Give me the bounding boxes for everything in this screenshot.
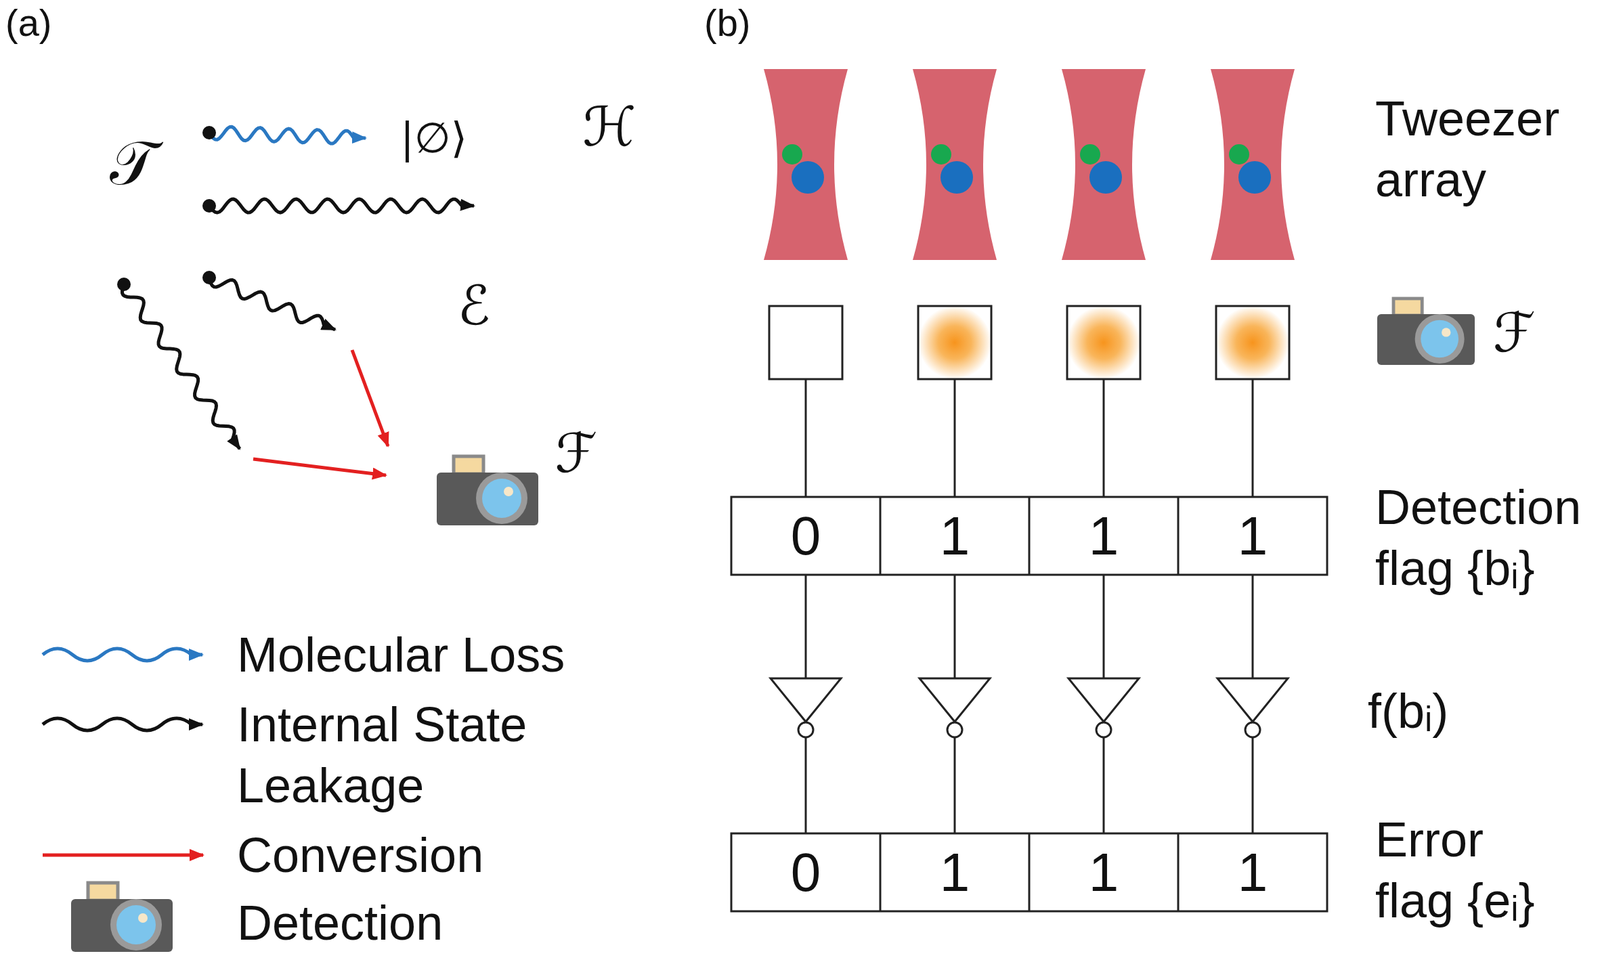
hilbert-space: ℋ𝒯|∅⟩ℰℱ: [48, 62, 684, 613]
panel-label: (a): [5, 0, 52, 46]
function-label: f(bᵢ): [1367, 680, 1449, 742]
leakage-sample: [42, 718, 203, 731]
camera-icon: [71, 882, 173, 953]
error-subspace: ℰℱ: [76, 245, 659, 588]
node-label: ℰ: [457, 273, 491, 339]
flag-bit: 0: [731, 833, 881, 912]
subspace-symbol: ℱ: [1493, 302, 1536, 364]
transition-wave: [202, 199, 474, 213]
flag-bit: 1: [1029, 496, 1179, 575]
flag-bit: 1: [1029, 833, 1179, 912]
row-label: Tweezer array: [1375, 88, 1599, 210]
camera-icon: [436, 456, 539, 526]
legend-label: Internal State Leakage: [236, 694, 556, 816]
transition-wave: [202, 270, 336, 330]
flag-register: [731, 496, 1328, 912]
conversion-arrow: [352, 350, 388, 447]
transition-wave: [202, 125, 366, 144]
flagged-subspace: ℱ: [306, 387, 635, 569]
signal-wires: [805, 379, 1253, 834]
camera-pixels: [769, 306, 1290, 380]
conversion-sample: [42, 853, 204, 858]
row-label: Detection flag {bᵢ}: [1375, 476, 1599, 599]
node-label: 𝒯: [109, 126, 157, 200]
conversion-arrow: [253, 459, 386, 476]
loss-sample: [42, 648, 203, 661]
flag-bit: 1: [1178, 496, 1328, 575]
vacuum-state: |∅⟩: [365, 100, 502, 176]
node-label: ℱ: [555, 421, 598, 487]
camera-icon: [1377, 298, 1475, 365]
row-label: Error flag {eᵢ}: [1375, 809, 1553, 932]
node-label: |∅⟩: [400, 113, 468, 164]
flag-bit: 0: [731, 496, 881, 575]
legend-label: Detection: [236, 892, 443, 954]
node-label: ℋ: [582, 94, 636, 160]
flag-bit: 1: [1178, 833, 1328, 912]
not-gate: [770, 678, 1288, 738]
legend-label: Conversion: [236, 824, 484, 886]
error-subspace-outline: [76, 245, 659, 588]
flag-bit: 1: [880, 496, 1030, 575]
transition-wave: [117, 277, 240, 449]
flag-bit: 1: [880, 833, 1030, 912]
target-subspace-outline: [69, 94, 286, 327]
legend-label: Molecular Loss: [236, 624, 565, 686]
panel-label: (b): [704, 0, 751, 46]
target-subspace: 𝒯: [69, 94, 286, 327]
tweezer-array: [763, 69, 1295, 261]
